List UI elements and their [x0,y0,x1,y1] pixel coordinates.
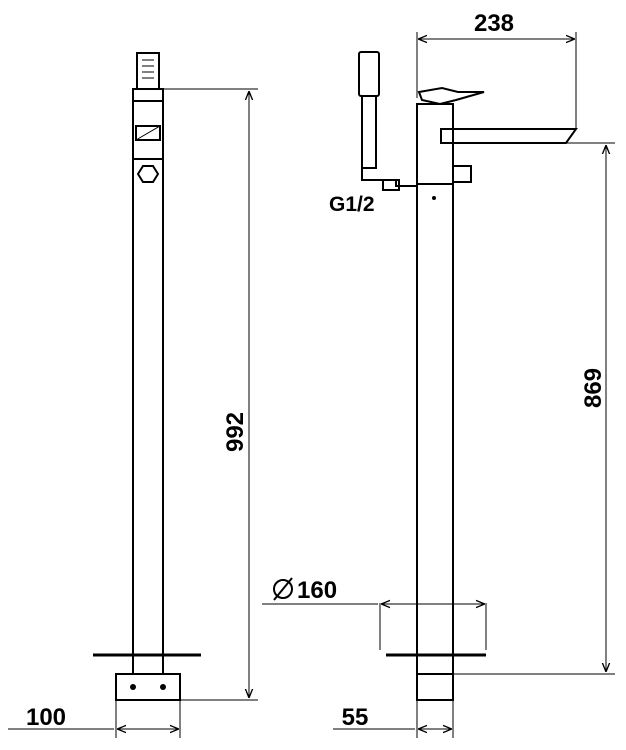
diameter-icon [273,577,293,601]
diverter-knob [452,165,472,183]
handle-collar [132,88,164,102]
label-992: 992 [222,412,249,452]
label-55: 55 [342,704,369,731]
base-block [115,673,181,701]
hose-connection [361,168,416,187]
side-view: 992 100 [8,52,258,738]
label-100: 100 [26,704,66,731]
valve-body [132,100,164,160]
base-front [416,673,454,701]
label-160: 160 [297,577,337,604]
control-knob-icon [136,165,160,183]
label-thread: G1/2 [329,193,375,216]
hand-shower [358,51,380,97]
base-screw [130,684,136,690]
column-front [416,183,454,675]
label-869: 869 [580,368,607,408]
column-side [132,158,164,675]
spout [440,128,578,144]
hand-shower-head [136,52,160,90]
inlet-nut [382,179,400,191]
hand-shower-grip [361,95,377,169]
lever-block [135,125,161,141]
base-screw [160,684,166,690]
label-238: 238 [474,10,514,37]
mixer-lever [417,86,485,106]
front-view: G1/2 238 869 160 55 [262,10,615,738]
